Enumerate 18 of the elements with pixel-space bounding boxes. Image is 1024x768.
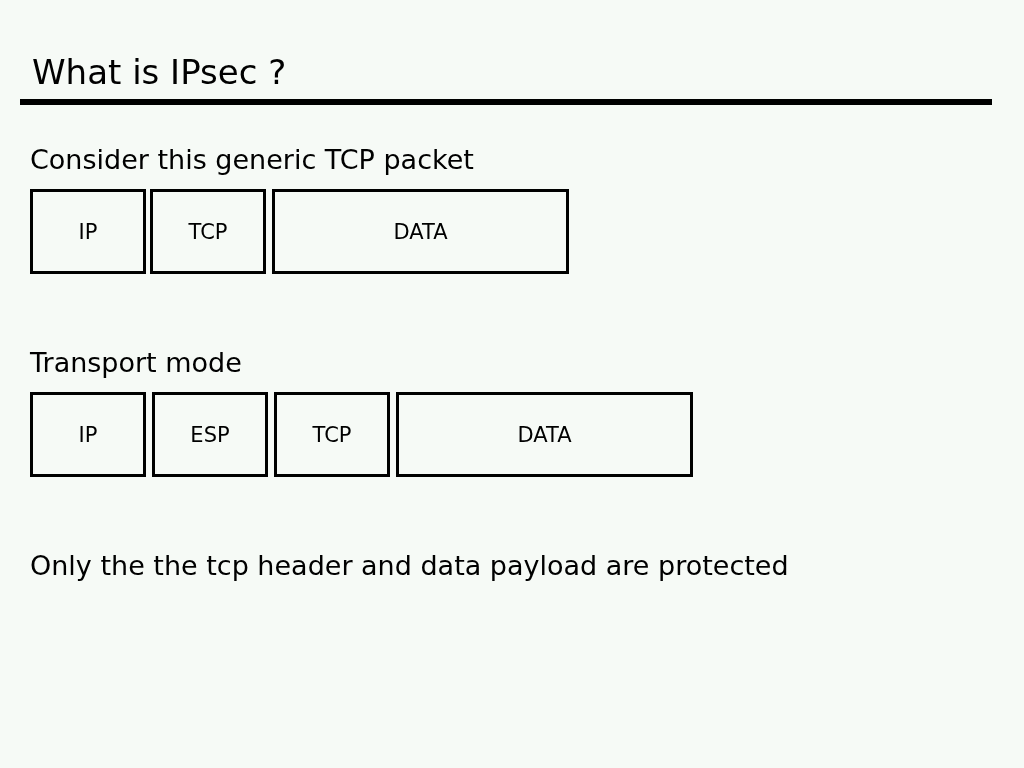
packet-field-box xyxy=(396,392,693,477)
slide-title: What is IPsec ? xyxy=(32,52,287,93)
slide-text: Only the the tcp header and data payload are protected xyxy=(30,550,789,583)
field-label: TCP xyxy=(312,422,352,447)
slide-text: Consider this generic TCP packet xyxy=(30,144,474,177)
slide-text: Transport mode xyxy=(30,347,242,380)
field-label: IP xyxy=(78,219,98,244)
packet-field-box xyxy=(272,189,569,274)
packet-field-box xyxy=(30,392,146,477)
field-label: IP xyxy=(78,422,98,447)
field-label: TCP xyxy=(188,219,228,244)
packet-field-box xyxy=(30,189,146,274)
packet-field-box xyxy=(150,189,266,274)
packet-field-box xyxy=(274,392,390,477)
field-label: ESP xyxy=(190,422,230,447)
field-label: DATA xyxy=(393,219,448,244)
packet-field-box xyxy=(152,392,268,477)
field-label: DATA xyxy=(517,422,572,447)
